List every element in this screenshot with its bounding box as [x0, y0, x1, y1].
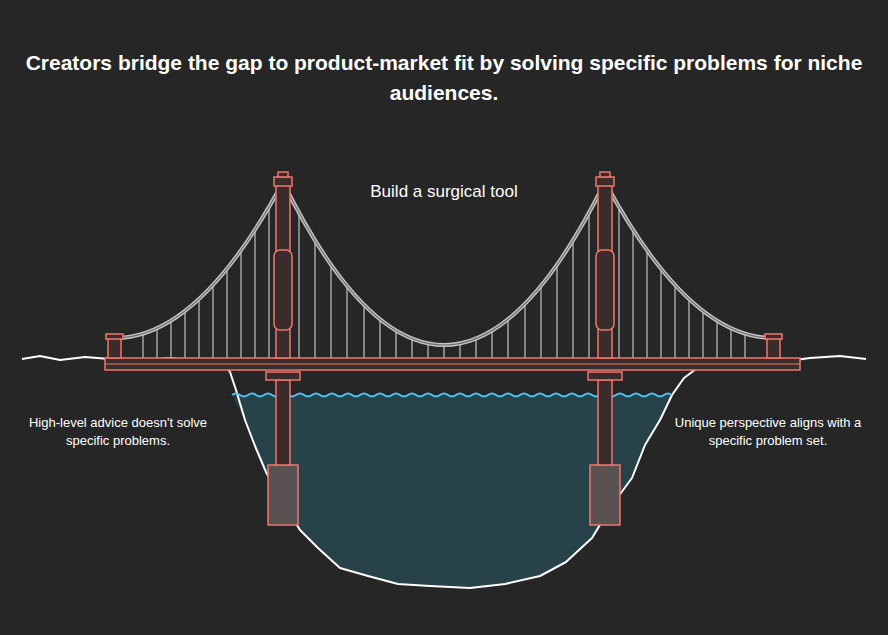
- cable-outer: [115, 182, 773, 345]
- tower-section: [274, 250, 292, 330]
- left-pier: [266, 372, 300, 525]
- pier-cap: [266, 372, 300, 380]
- anchor-cap: [106, 334, 123, 339]
- tower-top: [278, 172, 288, 177]
- pier-footing: [590, 465, 620, 525]
- diagram-title: Creators bridge the gap to product-marke…: [14, 48, 874, 108]
- ground-line: [22, 356, 866, 588]
- suspender-cables: [143, 207, 745, 358]
- anchor-post: [108, 338, 121, 358]
- bridge-label: Build a surgical tool: [294, 181, 594, 203]
- bridge-deck: [105, 358, 800, 370]
- pier-footing: [268, 465, 298, 525]
- tower-section: [596, 250, 614, 330]
- cable-anchors: [106, 334, 782, 358]
- left-note: High-level advice doesn't solve specific…: [18, 414, 218, 450]
- tower-cap: [274, 177, 292, 186]
- pier-cap: [588, 372, 622, 380]
- right-note: Unique perspective aligns with a specifi…: [668, 414, 868, 450]
- deck-line: [105, 364, 800, 365]
- anchor-cap: [765, 334, 782, 339]
- tower-cap: [596, 177, 614, 186]
- pier-column: [598, 380, 612, 465]
- right-tower: [596, 172, 614, 358]
- tower-top: [600, 172, 610, 177]
- anchor-post: [767, 338, 780, 358]
- left-tower: [274, 172, 292, 358]
- cable-inner: [115, 182, 773, 345]
- pier-column: [276, 380, 290, 465]
- main-cables: [115, 182, 773, 345]
- right-pier: [588, 372, 622, 525]
